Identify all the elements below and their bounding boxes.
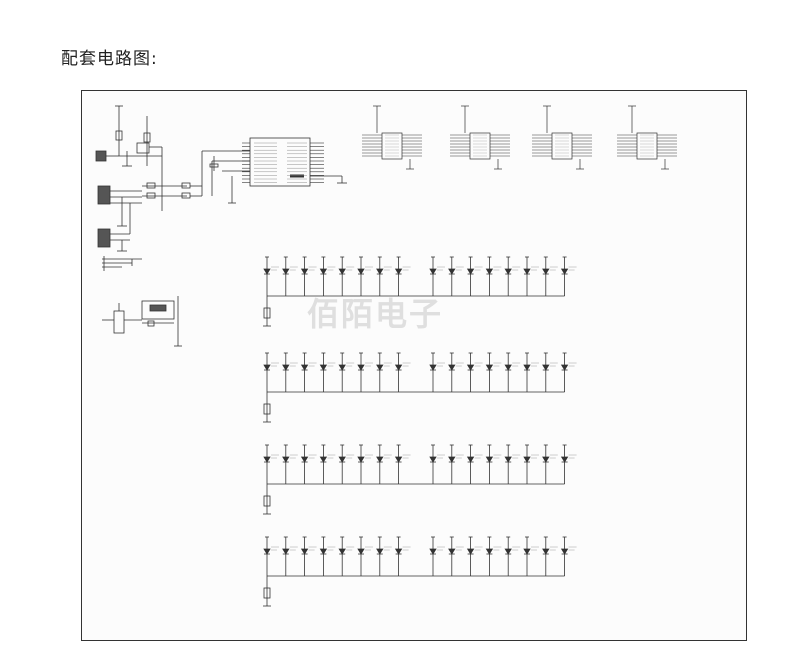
led xyxy=(485,444,502,484)
led xyxy=(282,444,298,484)
led xyxy=(466,352,483,392)
led xyxy=(448,444,464,484)
microcontroller xyxy=(202,137,347,204)
led xyxy=(357,352,373,392)
led xyxy=(523,352,539,392)
led xyxy=(504,352,521,392)
audio-jack-1 xyxy=(97,151,203,227)
led xyxy=(429,256,445,296)
led-row xyxy=(263,256,577,327)
led xyxy=(357,444,373,484)
led xyxy=(300,444,317,484)
shift-register-chip xyxy=(617,105,677,170)
led xyxy=(542,536,558,576)
led xyxy=(448,536,464,576)
audio-jack-2 xyxy=(97,203,131,252)
led xyxy=(485,352,502,392)
led xyxy=(523,444,539,484)
led xyxy=(263,536,279,576)
led xyxy=(282,352,298,392)
led xyxy=(394,352,411,392)
led xyxy=(466,536,483,576)
led xyxy=(338,352,355,392)
led xyxy=(429,536,445,576)
led xyxy=(429,444,445,484)
led xyxy=(394,444,411,484)
led xyxy=(319,444,336,484)
led xyxy=(282,536,298,576)
led xyxy=(319,256,336,296)
led xyxy=(466,444,483,484)
led xyxy=(560,256,577,296)
power-input-circuit xyxy=(95,105,163,211)
led xyxy=(394,536,411,576)
led xyxy=(263,444,279,484)
led xyxy=(376,352,392,392)
figure-caption: 配套电路图: xyxy=(61,49,158,69)
led xyxy=(394,256,411,296)
led-row xyxy=(263,352,577,423)
led xyxy=(338,256,355,296)
shift-register-chip xyxy=(362,105,422,170)
led xyxy=(560,536,577,576)
led xyxy=(319,352,336,392)
led-row xyxy=(263,444,577,515)
led xyxy=(504,256,521,296)
led xyxy=(357,256,373,296)
led xyxy=(466,256,483,296)
led xyxy=(485,256,502,296)
led xyxy=(523,536,539,576)
led xyxy=(429,352,445,392)
led xyxy=(448,256,464,296)
led xyxy=(282,256,298,296)
led xyxy=(448,352,464,392)
led xyxy=(376,256,392,296)
led xyxy=(263,352,279,392)
led xyxy=(560,444,577,484)
circuit-diagram: 佰陌电子 xyxy=(81,90,747,641)
schematic-canvas xyxy=(95,105,677,607)
shift-register-chip xyxy=(450,105,510,170)
led xyxy=(376,536,392,576)
led xyxy=(357,536,373,576)
led xyxy=(523,256,539,296)
led xyxy=(300,536,317,576)
led xyxy=(542,256,558,296)
shift-register-chip xyxy=(532,105,592,170)
led xyxy=(263,256,279,296)
led xyxy=(338,444,355,484)
led-row xyxy=(263,536,577,607)
led xyxy=(504,536,521,576)
led xyxy=(504,444,521,484)
led xyxy=(485,536,502,576)
led xyxy=(300,256,317,296)
header-connector xyxy=(102,256,142,271)
led xyxy=(560,352,577,392)
led xyxy=(338,536,355,576)
led xyxy=(542,352,558,392)
voltage-regulator xyxy=(102,296,182,347)
led xyxy=(376,444,392,484)
led xyxy=(300,352,317,392)
led xyxy=(542,444,558,484)
led xyxy=(319,536,336,576)
